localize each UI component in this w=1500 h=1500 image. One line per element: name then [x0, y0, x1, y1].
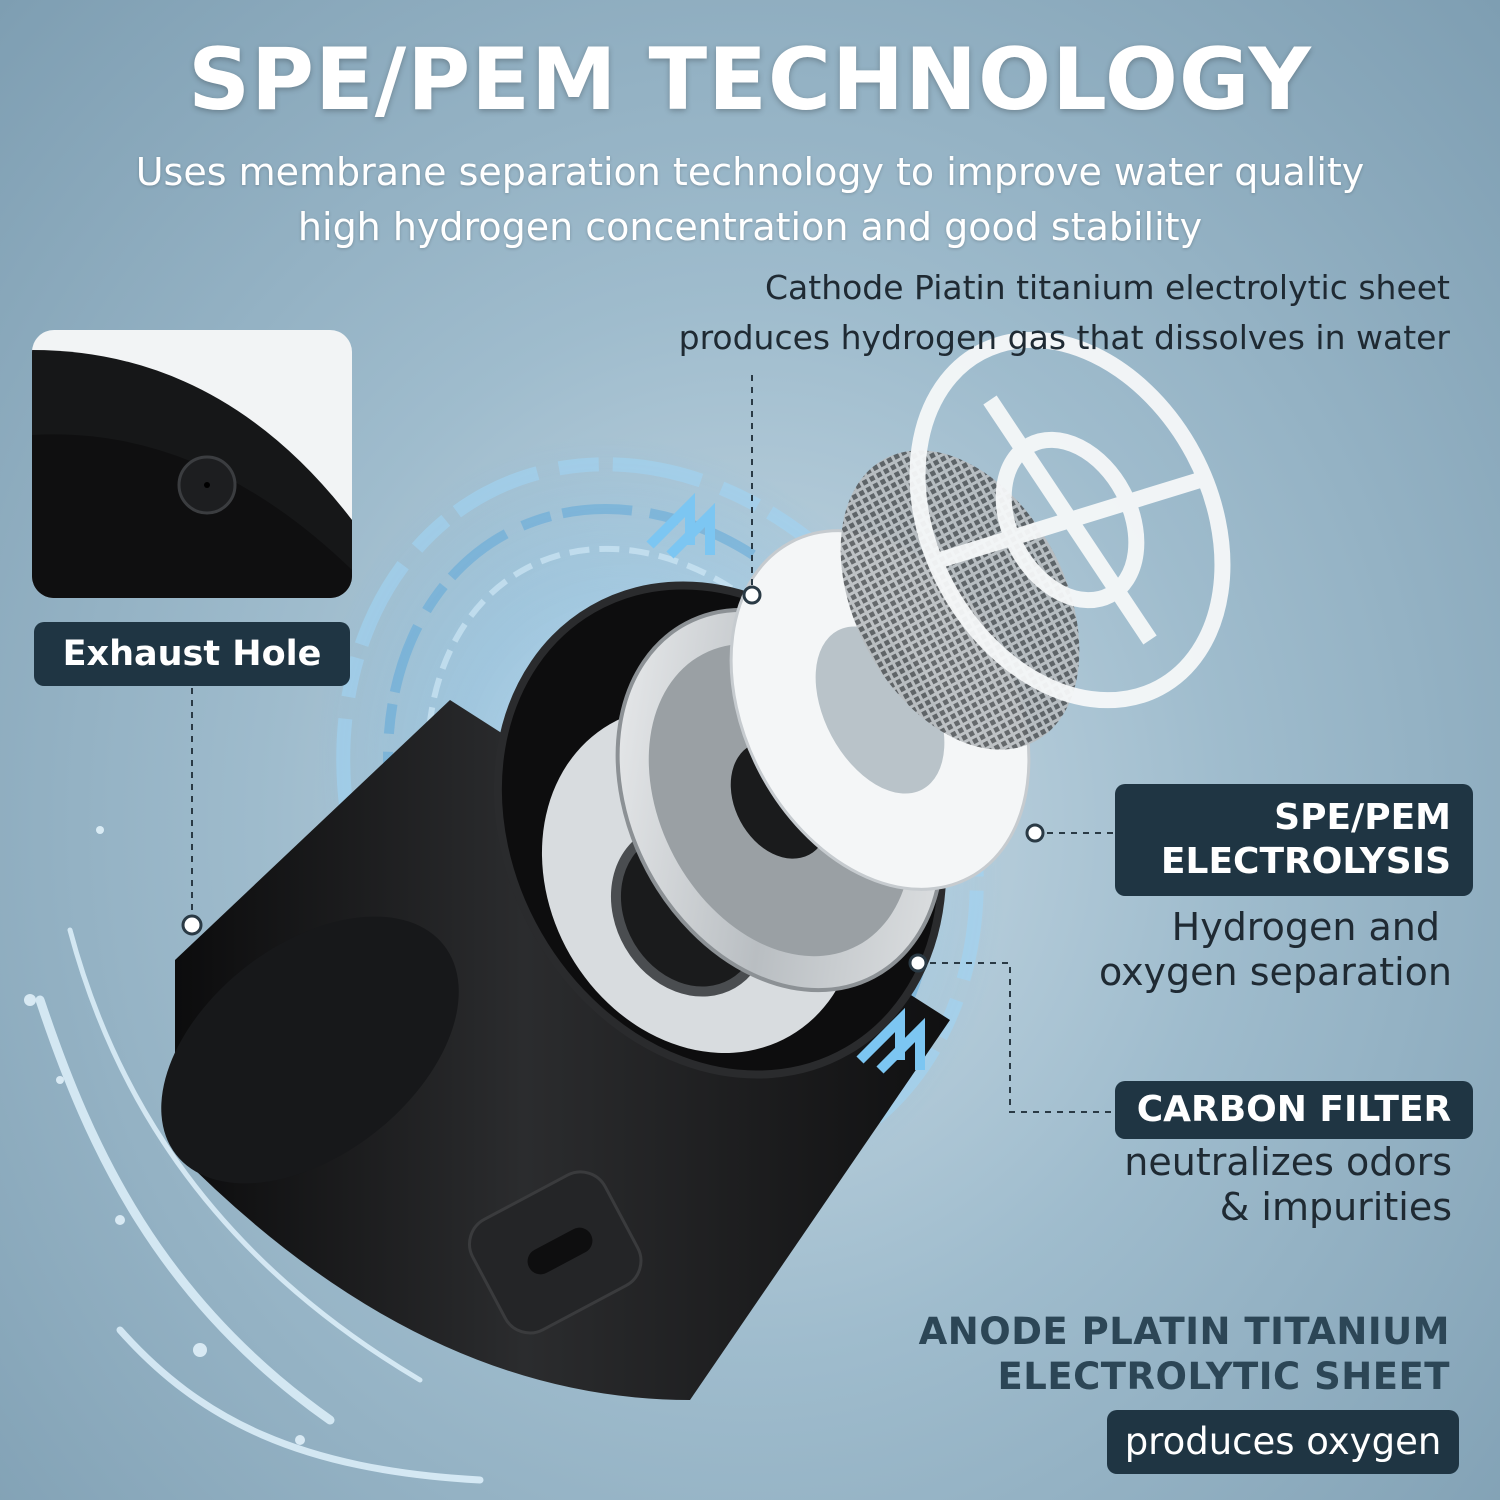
callout-dots — [181, 585, 1045, 973]
callout-lines — [191, 375, 1115, 1113]
spe-pem-electrolysis-label: SPE/PEM ELECTROLYSIS — [1115, 784, 1473, 896]
carbon-desc-line-1: neutralizes odors — [1124, 1140, 1452, 1184]
cathode-caption-line-1: Cathode Piatin titanium electrolytic she… — [764, 268, 1450, 307]
anode-caption-line-1: ANODE PLATIN TITANIUM — [918, 1310, 1450, 1353]
water-splash — [24, 826, 484, 1484]
flow-arrows-icon — [646, 492, 925, 1074]
clear-frame — [909, 331, 1231, 709]
subtitle-line-1: Uses membrane separation technology to i… — [135, 150, 1365, 194]
carbon-desc-line-2: & impurities — [1219, 1185, 1452, 1229]
exhaust-hole-label: Exhaust Hole — [34, 622, 350, 686]
exhaust-closeup-image — [32, 350, 352, 598]
spe-desc-line-2: oxygen separation — [1098, 950, 1452, 994]
cathode-caption-line-2: produces hydrogen gas that dissolves in … — [678, 318, 1450, 357]
exhaust-hole-closeup — [32, 330, 352, 598]
anode-caption-line-2: ELECTROLYTIC SHEET — [997, 1355, 1450, 1398]
subtitle-line-2: high hydrogen concentration and good sta… — [297, 205, 1203, 249]
spe-label-line-2: ELECTROLYSIS — [1160, 841, 1451, 882]
spe-desc-line-1: Hydrogen and — [1171, 905, 1440, 949]
page-title: SPE/PEM TECHNOLOGY — [188, 30, 1312, 130]
spe-label-line-1: SPE/PEM — [1274, 797, 1451, 838]
carbon-filter-label: CARBON FILTER — [1115, 1081, 1473, 1139]
produces-oxygen-label: produces oxygen — [1107, 1410, 1459, 1474]
